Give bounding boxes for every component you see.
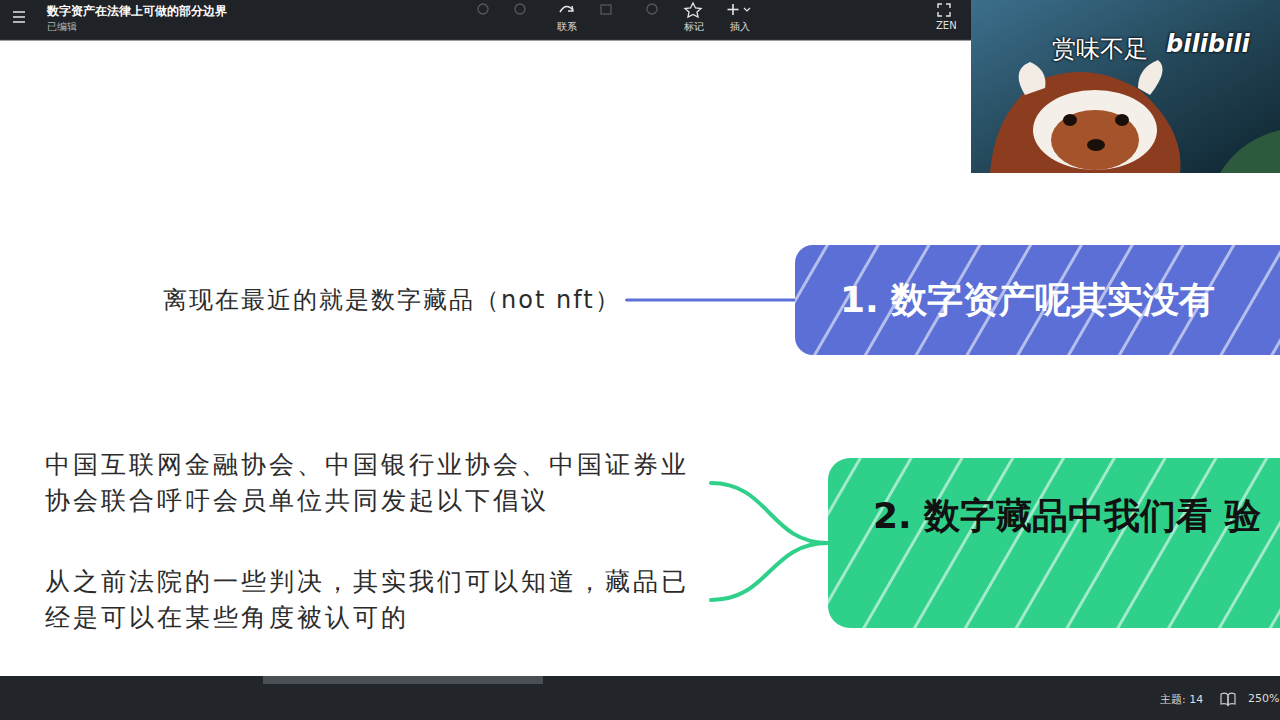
disabled-icons: [478, 4, 657, 14]
status-bar: [0, 676, 1280, 720]
status-text: 250%: [1248, 692, 1279, 705]
node-text: 离现在最近的就是数字藏品（not nft）: [163, 282, 621, 318]
undo-icon-head: [568, 6, 573, 11]
branch-connector: [711, 543, 828, 600]
webcam-caption: 赏味不足: [1052, 33, 1148, 65]
node-text: 中国互联网金融协会、中国银行业协会、中国证券业协会联合呼吁会员单位共同发起以下倡…: [45, 447, 705, 519]
toolbar-label: 联系: [557, 20, 577, 34]
document-title: 数字资产在法律上可做的部分边界: [47, 3, 227, 20]
scroll-thumb: [263, 676, 543, 684]
webcam-frame: [971, 0, 1280, 173]
topic-box: 1. 数字资产呢其实没有: [795, 245, 1280, 355]
toolbar-label: 插入: [730, 20, 750, 34]
toolbar-label: ZEN: [936, 20, 957, 31]
watermark-logo: bilibili: [1166, 30, 1250, 58]
branch-connector: [711, 483, 828, 543]
subtopic-text: 从之前法院的一些判决，其实我们可以知道，藏品已经是可以在某些角度被认可的: [45, 564, 705, 636]
subtopic-text: 中国互联网金融协会、中国银行业协会、中国证券业协会联合呼吁会员单位共同发起以下倡…: [45, 447, 705, 519]
toolbar-label: 标记: [684, 20, 704, 34]
book-icon: [1221, 693, 1235, 705]
status-text: 主题: 14: [1160, 692, 1203, 707]
branch-connector: [627, 299, 795, 302]
topic-box: 2. 数字藏品中我们看 验: [828, 458, 1280, 628]
plus-icon: [728, 4, 751, 15]
node-text: 1. 数字资产呢其实没有: [840, 276, 1260, 325]
menu-icon: [13, 12, 25, 22]
red-panda-picture: [990, 60, 1280, 173]
undo-icon: [560, 6, 573, 12]
star-icon: [685, 3, 701, 17]
zen-icon: [938, 4, 950, 16]
status-text: 已编辑: [47, 20, 77, 34]
node-text: 2. 数字藏品中我们看 验: [873, 488, 1263, 544]
node-text: 从之前法院的一些判决，其实我们可以知道，藏品已经是可以在某些角度被认可的: [45, 564, 705, 636]
subtopic-text: 离现在最近的就是数字藏品（not nft）: [163, 282, 621, 318]
